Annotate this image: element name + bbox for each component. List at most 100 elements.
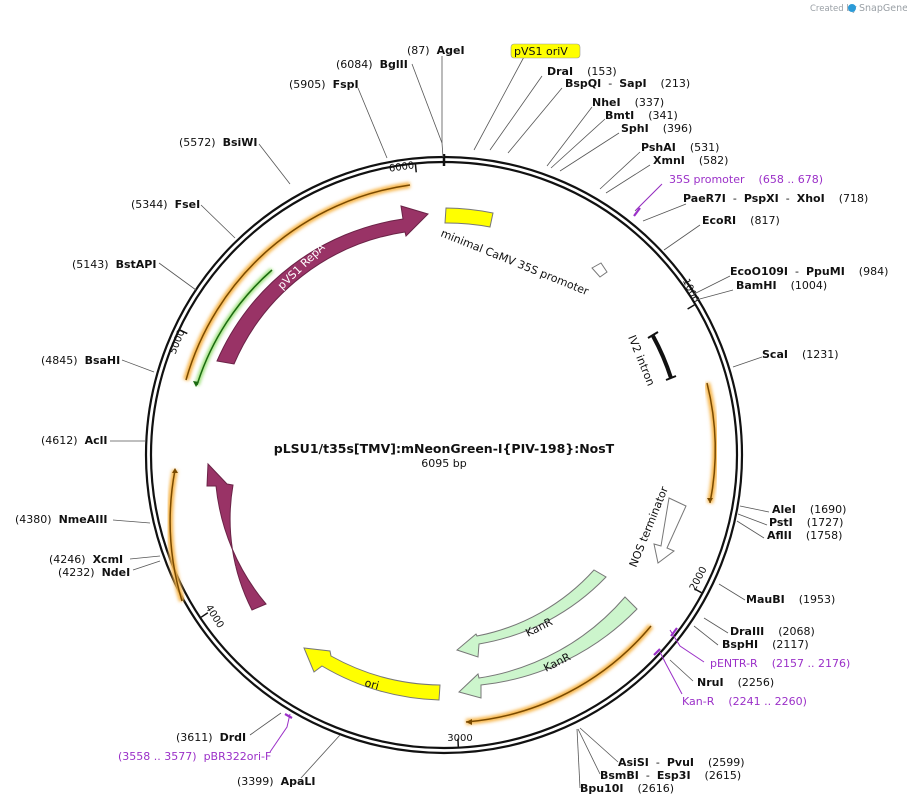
name-text: FseI <box>175 198 201 211</box>
pos-text: (2615) <box>705 769 742 782</box>
name-text: MauBI <box>746 593 785 606</box>
credit-brand: SnapGene <box>859 3 907 14</box>
ecoo109i-site-label: EcoO109I - PpuMI (984) <box>730 265 888 278</box>
ori-label: ori <box>363 676 380 692</box>
tick-mark <box>694 588 702 594</box>
dra1-site-label: DraI (153) <box>547 65 617 78</box>
sphi-site-label: SphI (396) <box>621 122 692 135</box>
pos-text: (5143) <box>72 258 109 271</box>
pos-text: (1727) <box>807 516 844 529</box>
tick-label: 1000 <box>680 277 701 305</box>
bsahi-site-label: (4845) BsaHI <box>41 354 120 367</box>
bsmbi-site-label: BsmBI - Esp3I (2615) <box>600 769 741 782</box>
name-text: ScaI <box>762 348 788 361</box>
pos-text: (4232) <box>58 566 95 579</box>
name-text: DraI <box>547 65 573 78</box>
nhei-site-label: NheI (337) <box>592 96 664 109</box>
orf-arc-3 <box>169 469 183 602</box>
pos-text: (2241 .. 2260) <box>728 695 807 708</box>
name-text: BspQI <box>565 77 601 90</box>
primer-sites <box>284 207 678 719</box>
leader-lines <box>110 54 770 789</box>
agei-site-label: (87) AgeI <box>407 44 465 57</box>
orf-arc-2 <box>465 625 652 723</box>
bspqi-site-label: BspQI - SapI (213) <box>565 77 690 90</box>
name-text: BsmBI <box>600 769 639 782</box>
tick-label: 6000 <box>388 160 415 174</box>
name2-text: PspXI <box>744 192 779 205</box>
pos-text: (4612) <box>41 434 78 447</box>
pos-text: (531) <box>690 141 720 154</box>
pos-text: (3558 .. 3577) <box>118 750 197 763</box>
bglii-site-label: (6084) BglII <box>336 58 408 71</box>
pos-text: (1004) <box>791 279 828 292</box>
pos-text: (2157 .. 2176) <box>772 657 851 670</box>
name-text: EcoO109I <box>730 265 788 278</box>
pos-text: (3399) <box>237 775 274 788</box>
xmni-site-label: XmnI (582) <box>653 154 728 167</box>
name-text: PstI <box>769 516 793 529</box>
pos-text: (4380) <box>15 513 52 526</box>
tick-mark <box>200 612 209 618</box>
name-text: BspHI <box>722 638 758 651</box>
pos-text: (718) <box>839 192 869 205</box>
pvs1-oriv-site-label: pVS1 oriV <box>514 45 568 58</box>
draiii-site-label: DraIII (2068) <box>730 625 815 638</box>
feature-arcs <box>167 182 719 725</box>
pos-text: (1758) <box>806 529 843 542</box>
pshai-site-label: PshAI (531) <box>641 141 719 154</box>
tick-label: 2000 <box>688 565 710 593</box>
orf-arc-1 <box>706 382 716 504</box>
orf-arc-1-arrow <box>707 498 713 503</box>
name-text: NheI <box>592 96 621 109</box>
name-text: Bpu10I <box>580 782 624 795</box>
tick-label: 5000 <box>168 328 188 356</box>
plasmid-name: pLSU1/t35s[TMV]:mNeonGreen-I{PIV-198}:No… <box>274 441 615 456</box>
name-text: NdeI <box>102 566 131 579</box>
asisi-site-label: AsiSI - PvuI (2599) <box>618 756 745 769</box>
aflii-site-label: AflII (1758) <box>767 529 842 542</box>
minimal-cmv35s-label: minimal CaMV 35S promoter <box>439 227 591 299</box>
bmti-site-label: BmtI (341) <box>605 109 678 122</box>
kanr-arrow-2 <box>458 596 638 699</box>
pos-text: (1953) <box>799 593 836 606</box>
site-labels: (87) AgeI pVS1 oriV DraI (153)BspQI - SapI… <box>15 43 888 795</box>
nrui-site-label: NruI (2256) <box>697 676 774 689</box>
name2-text: Esp3I <box>657 769 691 782</box>
pos-text: (3611) <box>176 731 213 744</box>
pos-text: (1231) <box>802 348 839 361</box>
credit-prefix: Created by <box>810 4 857 14</box>
apali-site-label: (3399) ApaLI <box>237 775 316 788</box>
sep-text: - <box>646 769 650 782</box>
name-text: FspI <box>333 78 359 91</box>
nos-terminator-arrow <box>653 497 687 564</box>
pos-text: (658 .. 678) <box>759 173 824 186</box>
pvs1-staa-arrow <box>206 462 267 611</box>
pos-text: (4845) <box>41 354 78 367</box>
bsiwi-site-label: (5572) BsiWI <box>179 136 258 149</box>
orf-arc-4 <box>185 184 411 381</box>
name-text: PaeR7I <box>683 192 726 205</box>
pos-text: (6084) <box>336 58 373 71</box>
sep-text: - <box>733 192 737 205</box>
pos-text: (341) <box>648 109 678 122</box>
alei-site-label: AleI (1690) <box>772 503 846 516</box>
pvs1-repa-arrow <box>216 205 429 365</box>
maubi-site-label: MauBI (1953) <box>746 593 835 606</box>
name2-text: PvuI <box>667 756 694 769</box>
primer-leaders <box>269 183 705 753</box>
green-orf-arrow <box>193 381 199 387</box>
ori-arrow <box>303 647 441 701</box>
name-text: BsiWI <box>223 136 258 149</box>
name-text: BamHI <box>736 279 777 292</box>
green-orf-arc <box>196 269 273 386</box>
name-text: BsaHI <box>85 354 121 367</box>
name-text: NmeAIII <box>59 513 108 526</box>
pos-text: (87) <box>407 44 430 57</box>
35s-promoter-site-label: 35S promoter (658 .. 678) <box>669 173 823 186</box>
name2-text: PpuMI <box>806 265 845 278</box>
sep-text: - <box>795 265 799 278</box>
bamhi-site-label: BamHI (1004) <box>736 279 827 292</box>
ecori-site-label: EcoRI (817) <box>702 214 780 227</box>
